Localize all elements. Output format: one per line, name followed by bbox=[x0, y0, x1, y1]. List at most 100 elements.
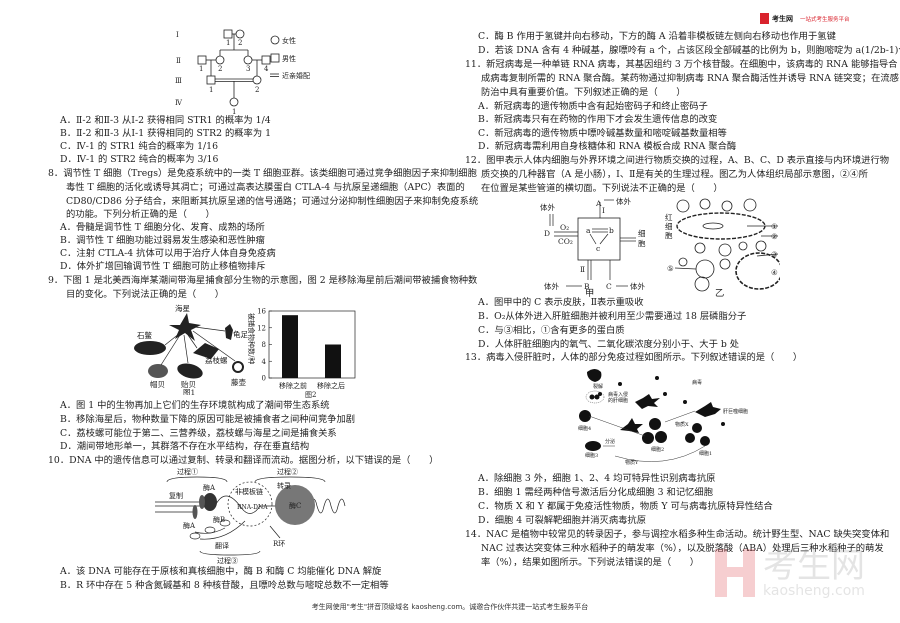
q10-option-b: B．R 环中存在 5 种含氮碱基和 8 种核苷酸，且嘌呤总数与嘧啶总数不一定相等 bbox=[60, 580, 389, 591]
jia-label: a bbox=[586, 226, 591, 235]
jia-label: Ⅱ bbox=[580, 265, 585, 274]
jia-label: 体外 bbox=[540, 202, 555, 212]
label-infected-cell: 病毒入侵 bbox=[608, 391, 628, 398]
q8-option-b: B．调节性 T 细胞功能过弱易发生感染和恶性肿瘤 bbox=[60, 235, 265, 246]
jia-label: 胞 bbox=[638, 238, 646, 248]
q8-option-c: C．注射 CTLA-4 抗体可以用于治疗人体自身免疫病 bbox=[60, 248, 276, 259]
y-tick-label: 0 bbox=[262, 375, 266, 383]
cell-2-icon bbox=[649, 418, 661, 430]
label-limpet: 帽贝 bbox=[150, 379, 165, 389]
x-tick-label: 移除之后 bbox=[317, 381, 345, 390]
bar-移除之前 bbox=[282, 315, 298, 378]
figure-yi: 红 细 胞 ① ② ③ ④ ⑤ bbox=[665, 198, 780, 292]
site-logo: 考生网 一站式考生服务平台 bbox=[760, 13, 850, 24]
label-cell-3: 细胞3 bbox=[585, 452, 598, 459]
label-starfish: 海星 bbox=[175, 303, 190, 313]
q13-option-c: C．物质 X 和 Y 都属于免疫活性物质，物质 Y 可与病毒抗原特异性结合 bbox=[478, 501, 773, 512]
enzyme-b-icon bbox=[203, 493, 217, 511]
watermark-mark-icon bbox=[715, 549, 755, 597]
q12-stem: 质交换的几种器官（A 是小肠），Ⅰ、Ⅱ是有关的生理过程。图乙为人体组织局部示意图… bbox=[481, 169, 868, 180]
jia-label: D bbox=[544, 229, 550, 238]
figure-yi-caption: 乙 bbox=[715, 288, 725, 299]
chart-title: 图2 bbox=[305, 391, 316, 398]
q9-option-c: C．荔枝螺可能位于第二、三营养级，荔枝螺与海星之间是捕食关系 bbox=[60, 428, 337, 439]
q14-stem: 率（%），结果如图所示。下列说法错误的是（ ） bbox=[481, 557, 700, 568]
individual-number: 2 bbox=[255, 86, 259, 94]
yi-label: ⑤ bbox=[667, 264, 674, 273]
barnacle-goose-icon bbox=[225, 324, 233, 340]
q8-stem: CD80/CD86 分子结合，来阻断其抗原呈递的信号通路；可通过分泌抑制性细胞因… bbox=[66, 196, 479, 207]
dendritic-cell-icon bbox=[635, 394, 660, 409]
yi-label: 胞 bbox=[665, 230, 673, 240]
y-tick-label: 8 bbox=[262, 341, 266, 349]
pedigree-figure: Ⅰ Ⅱ Ⅲ Ⅳ 1 2 1 2 3 4 1 2 1 女性 男性 近亲婚配 bbox=[175, 29, 310, 116]
label-transcription: 转录 bbox=[277, 481, 291, 490]
q10-option-a: A．该 DNA 可能存在于原核和真核细胞中，酶 B 和酶 C 均能催化 DNA … bbox=[60, 566, 382, 577]
label-non-template-strand: 非模板链 bbox=[235, 487, 263, 496]
jia-label: b bbox=[609, 226, 614, 235]
logo-tagline: 一站式考生服务平台 bbox=[800, 16, 850, 23]
jia-label: 体外 bbox=[616, 196, 631, 206]
yi-label: 红 bbox=[665, 212, 673, 222]
label-secrete: 分泌 bbox=[605, 438, 615, 445]
label-chiton: 石鳖 bbox=[137, 330, 152, 340]
label-kupffer-cell: 肝巨噬细胞 bbox=[723, 408, 748, 415]
chiton-icon bbox=[134, 341, 166, 355]
label-substance-x: 物质X bbox=[675, 421, 689, 428]
jia-label: O₂ bbox=[560, 223, 569, 232]
q11-stem: 11．新冠病毒是一种单链 RNA 病毒，其基因组约 3 万个核苷酸。在细胞中，该… bbox=[465, 59, 898, 70]
label-enzyme-b: 酶B bbox=[213, 515, 225, 524]
label-virus: 病毒 bbox=[692, 379, 702, 386]
q12-option-c: C．与③相比，①含有更多的蛋白质 bbox=[478, 325, 625, 336]
label-cell-2: 细胞2 bbox=[651, 446, 664, 453]
individual-number: 2 bbox=[238, 39, 242, 47]
q8-stem: 毒性 T 细胞的活化或诱导其凋亡；可通过高表达膜蛋白 CTLA-4 与抗原呈递细… bbox=[66, 182, 465, 193]
dna-flow-figure: 过程① 过程② 过程③ 复制 酶A 酶B 酶A 非模板链 转录 RNA-DNA … bbox=[155, 467, 346, 564]
label-mussel: 贻贝 bbox=[181, 379, 196, 389]
limpet-icon bbox=[148, 364, 168, 378]
label-enzyme-c: 酶C bbox=[289, 501, 301, 510]
logo-name: 考生网 bbox=[772, 14, 793, 23]
label-barnacle: 藤壶 bbox=[231, 377, 246, 387]
lysed-cell-icon bbox=[587, 369, 602, 382]
gen-label: Ⅳ bbox=[175, 99, 183, 107]
watermark-logo: 考生网 kaosheng.com bbox=[715, 548, 865, 598]
yi-label: ③ bbox=[771, 250, 778, 259]
individual-number: 4 bbox=[264, 65, 269, 73]
bar-移除之后 bbox=[325, 344, 341, 378]
q7-option-b: B．Ⅱ-2 和Ⅱ-3 从Ⅰ-1 获得相同的 STR2 的概率为 1 bbox=[60, 128, 272, 139]
q9-option-a: A．图 1 中的生物再加上它们的生存环境就构成了潮间带生态系统 bbox=[60, 400, 330, 411]
q14-stem: NAC 过表达突变体三种水稻种子的萌发率（%），以及脱落酸（ABA）处理后三种水… bbox=[481, 543, 884, 554]
q9-stem: 目的变化。下列说法正确的是（ ） bbox=[66, 289, 225, 300]
q10-stem: 10．DNA 中的遗传信息可以通过复制、转录和翻译而流动。据图分析，以下错误的是… bbox=[48, 455, 439, 466]
q8-option-a: A．骨髓是调节性 T 细胞分化、发育、成熟的场所 bbox=[60, 222, 265, 233]
gen-label: Ⅲ bbox=[175, 77, 182, 85]
y-tick-label: 16 bbox=[257, 308, 266, 316]
q13-stem: 13．病毒入侵肝脏时，人体的部分免疫过程如图所示。下列叙述错误的是（ ） bbox=[465, 352, 803, 363]
label-cell-4: 细胞4 bbox=[578, 425, 591, 432]
q8-stem: 8．调节性 T 细胞（Tregs）是免疫系统中的一类 T 细胞亚群。该类细胞可通… bbox=[48, 168, 477, 179]
q9-option-b: B．移除海星后，物种数量下降的原因可能是被捕食者之间种间竞争加剧 bbox=[60, 414, 356, 425]
kupffer-cell-icon bbox=[695, 402, 721, 417]
jia-label: A bbox=[595, 199, 602, 208]
jia-label: 细 bbox=[638, 228, 646, 238]
q11-option-b: B．新冠病毒只有在药物的作用下才会发生遗传信息的改变 bbox=[478, 114, 718, 125]
page-footer: 考生网使用"考生"拼音顶级域名 kaosheng.com。诚邀合作伙伴共建一站式… bbox=[311, 603, 589, 611]
q11-option-c: C．新冠病毒的遗传物质中嘌呤碱基数量和嘧啶碱基数量相等 bbox=[478, 128, 727, 139]
q12-option-d: D．人体肝脏细胞内的氧气、二氧化碳浓度分别小于、大于 b 处 bbox=[478, 339, 740, 350]
q12-stem: 12．图甲表示人体内细胞与外界环境之间进行物质交换的过程，A、B、C、D 表示直… bbox=[465, 155, 890, 166]
cell-4-icon bbox=[579, 410, 591, 422]
q13-option-d: D．细胞 4 可裂解靶细胞并消灭病毒抗原 bbox=[478, 515, 647, 526]
figure-jia: A 体外 Ⅰ 体外 D O₂ CO₂ a b c 细 胞 Ⅱ 体外 B C 体外 bbox=[540, 196, 646, 291]
jia-label: CO₂ bbox=[558, 237, 573, 246]
label-whelk: 荔枝螺 bbox=[205, 355, 228, 365]
label-goose-barnacle: 龟足 bbox=[233, 329, 248, 339]
food-web-figure: 海星 石鳖 龟足 荔枝螺 帽贝 贻贝 藤壶 图1 bbox=[134, 303, 248, 395]
enzyme-a-lower-icon bbox=[192, 505, 198, 519]
fig1-caption: 图1 bbox=[183, 388, 195, 395]
q11-stem: 成病毒复制所需的 RNA 聚合酶。某药物通过抑制病毒 RNA 聚合酶活性并诱导 … bbox=[481, 73, 899, 84]
q7-option-d: D．Ⅳ-1 的 STR2 纯合的概率为 3/16 bbox=[60, 154, 219, 165]
label-enzyme-a: 酶A bbox=[203, 483, 216, 492]
jia-label: 体外 bbox=[544, 281, 559, 291]
